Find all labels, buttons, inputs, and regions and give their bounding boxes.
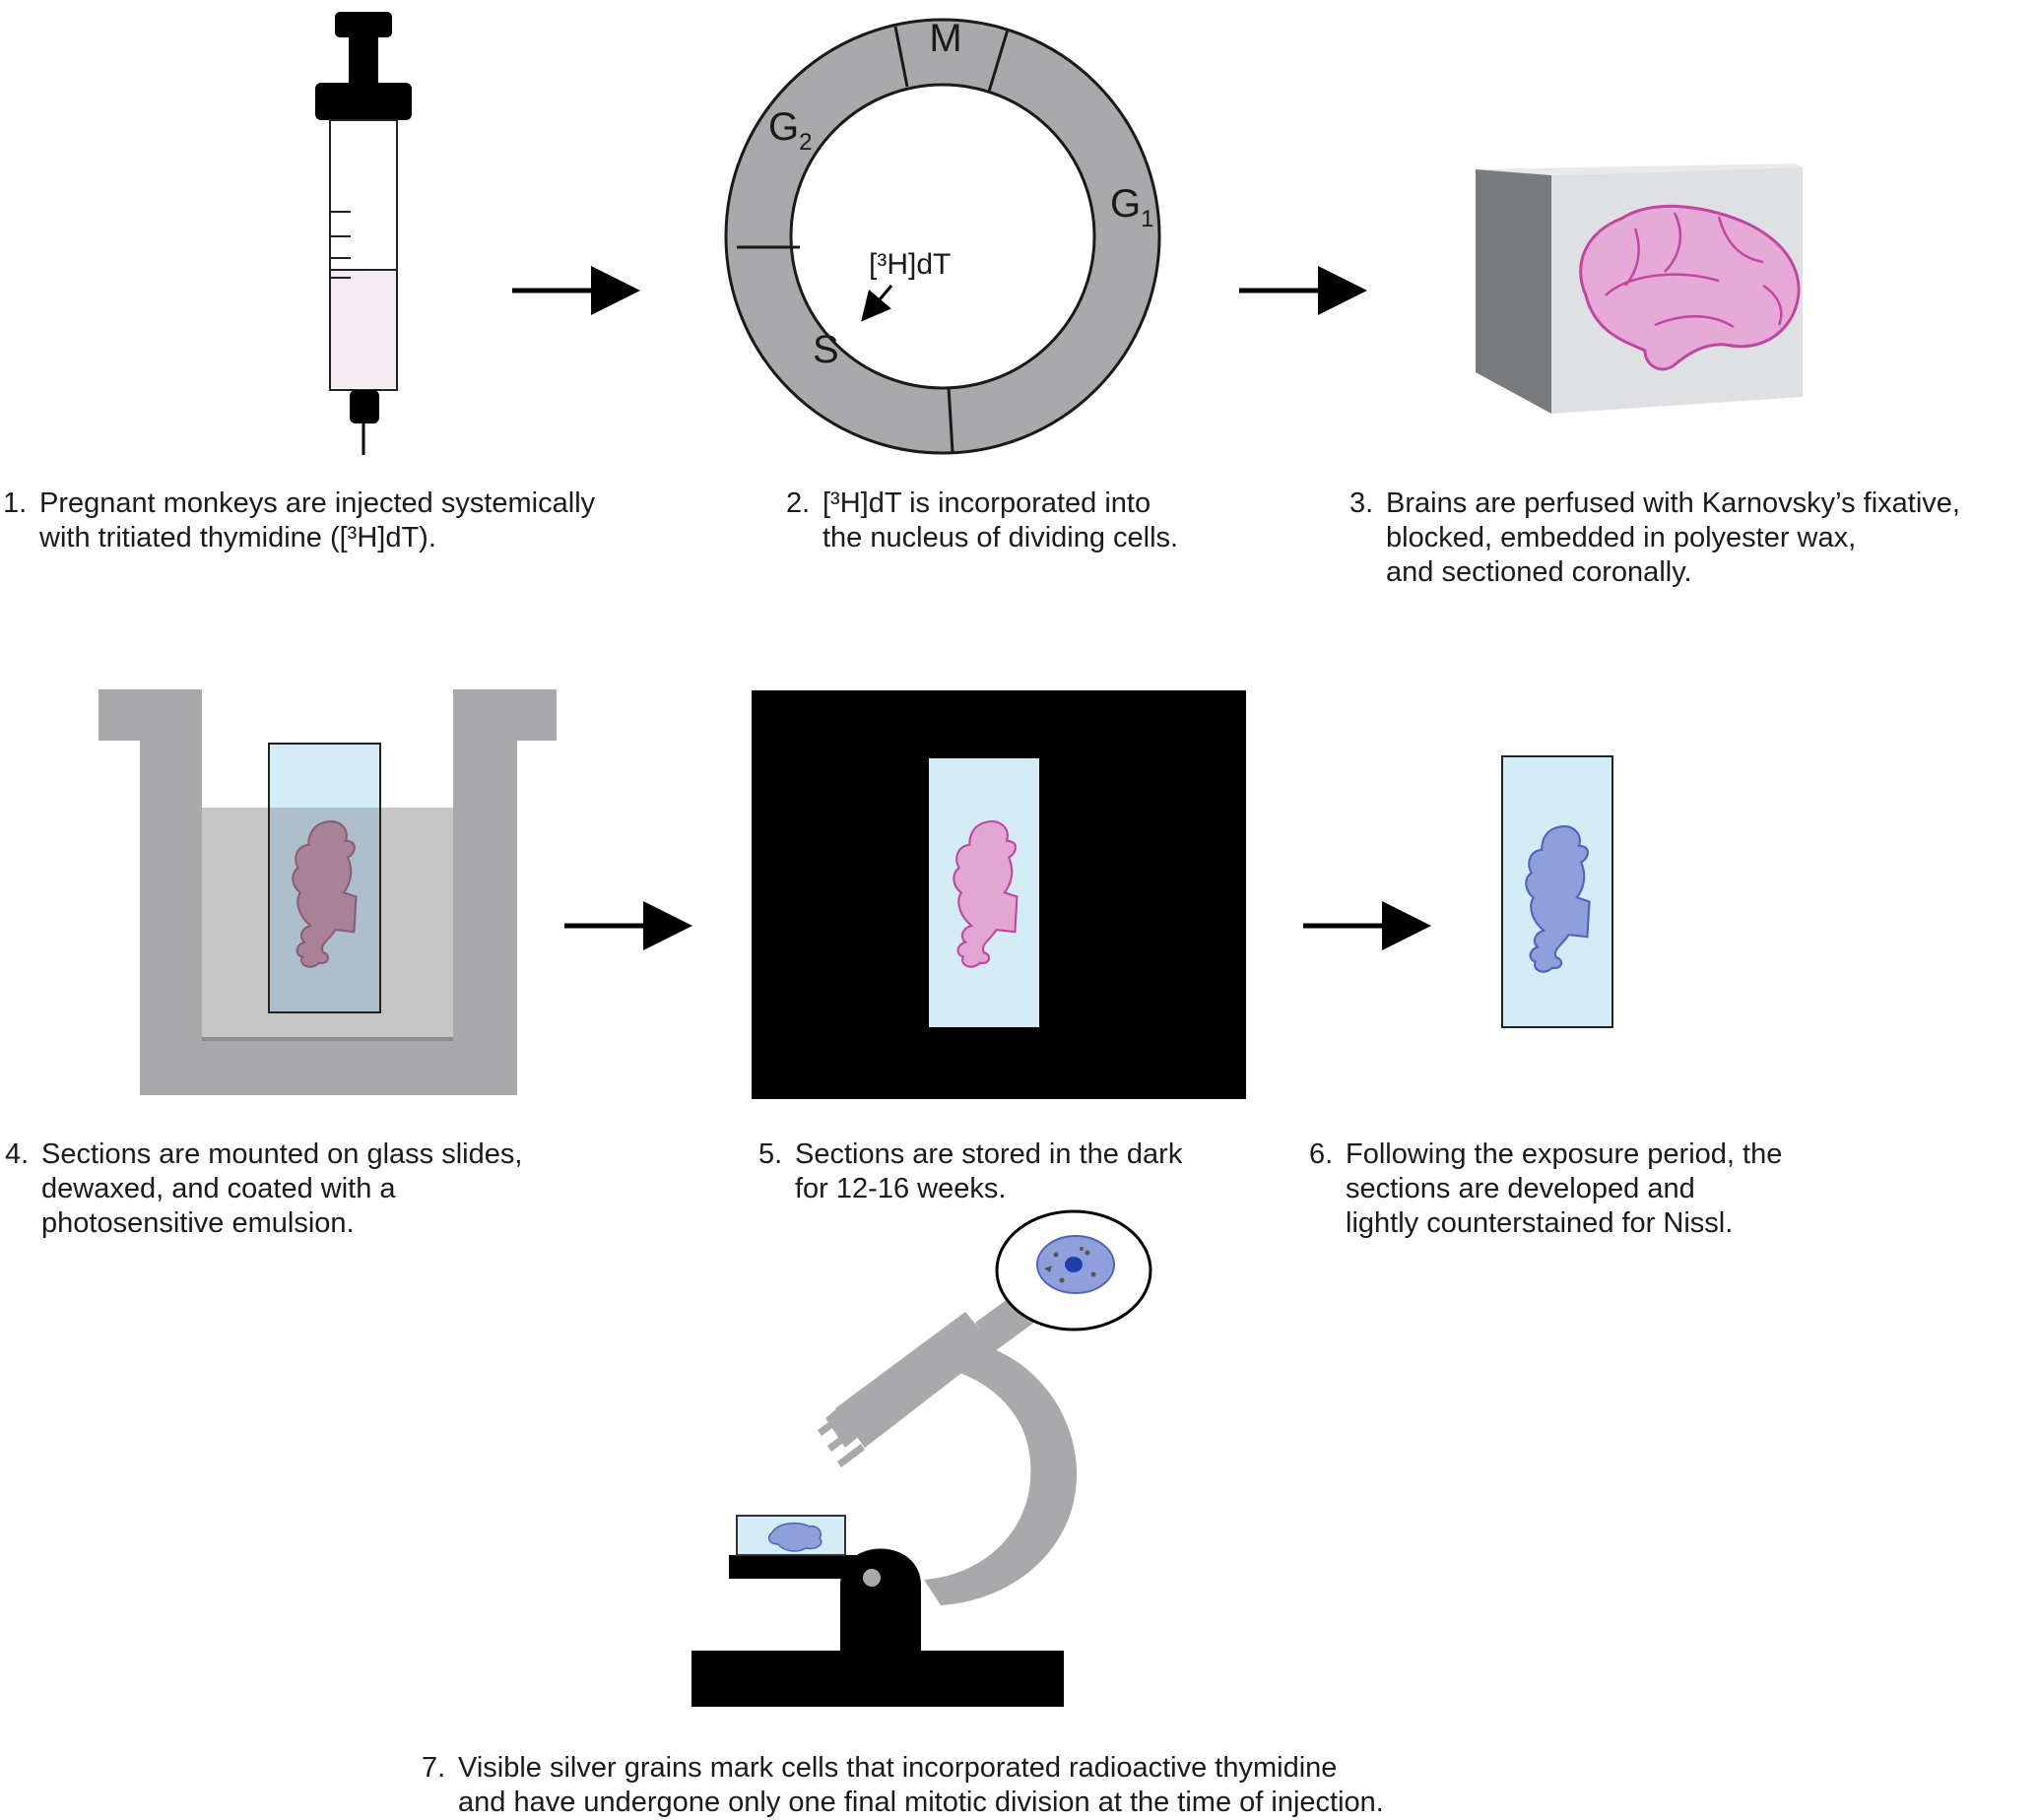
stained-slide-illustration — [1501, 755, 1613, 1028]
syringe-liquid — [331, 270, 396, 388]
focus-knob — [863, 1569, 881, 1587]
silver-grain — [1044, 1266, 1052, 1272]
syringe-illustration — [315, 12, 412, 455]
plunger-cap — [335, 12, 392, 37]
syringe-flange — [315, 83, 412, 120]
objective-3 — [837, 1444, 865, 1467]
step-5-caption: 5.Sections are stored in the dark for 12… — [758, 1138, 1183, 1204]
microscope-stage — [729, 1555, 882, 1579]
phase-s-label: S — [813, 328, 839, 371]
microscope-base — [691, 1651, 1064, 1707]
phase-m-label: M — [929, 17, 961, 60]
step-1-caption: 1.Pregnant monkeys are injected systemic… — [3, 488, 596, 553]
wax-block-illustration — [1476, 163, 1803, 414]
cycle-ring — [726, 20, 1159, 453]
silver-grain — [1080, 1247, 1084, 1251]
bath-container — [99, 689, 557, 1095]
cell-nucleus — [1065, 1257, 1083, 1272]
dark-storage-illustration — [752, 690, 1246, 1099]
phase-g1-label: G1 — [1110, 182, 1153, 232]
microscope-illustration — [691, 1209, 1152, 1707]
silver-grain — [1085, 1250, 1090, 1256]
silver-grain — [1059, 1277, 1065, 1283]
microscope-slide-section — [767, 1522, 822, 1552]
step-2-caption: 2.[³H]dT is incorporated into the nucleu… — [786, 488, 1179, 553]
microscope-arm — [924, 1341, 1078, 1605]
phase-g2-label: G2 — [768, 105, 812, 156]
step-4-caption: 4.Sections are mounted on glass slides, … — [5, 1138, 523, 1239]
brain-illustration — [1579, 204, 1801, 371]
step-6-caption: 6.Following the exposure period, the sec… — [1309, 1138, 1783, 1239]
thymidine-label: [³H]dT — [869, 248, 951, 281]
block-top — [1476, 163, 1803, 175]
microscope-body-tube — [835, 1312, 995, 1448]
silver-grain — [1053, 1252, 1059, 1258]
step-7-caption: 7.Visible silver grains mark cells that … — [422, 1752, 1384, 1818]
cell-cycle-diagram: M G2 G1 S [³H]dT — [724, 17, 1161, 455]
objective-1 — [818, 1414, 843, 1436]
plunger-rod — [349, 35, 378, 85]
silver-grain — [1090, 1271, 1096, 1277]
thymidine-arrow — [861, 285, 893, 322]
block-side — [1476, 169, 1551, 414]
objective-2 — [827, 1428, 855, 1452]
emulsion-bath-illustration — [99, 689, 557, 1095]
syringe-hub — [350, 390, 379, 423]
microscope-tube-base — [825, 1391, 879, 1448]
step-3-caption: 3.Brains are perfused with Karnovsky’s f… — [1349, 488, 1960, 588]
